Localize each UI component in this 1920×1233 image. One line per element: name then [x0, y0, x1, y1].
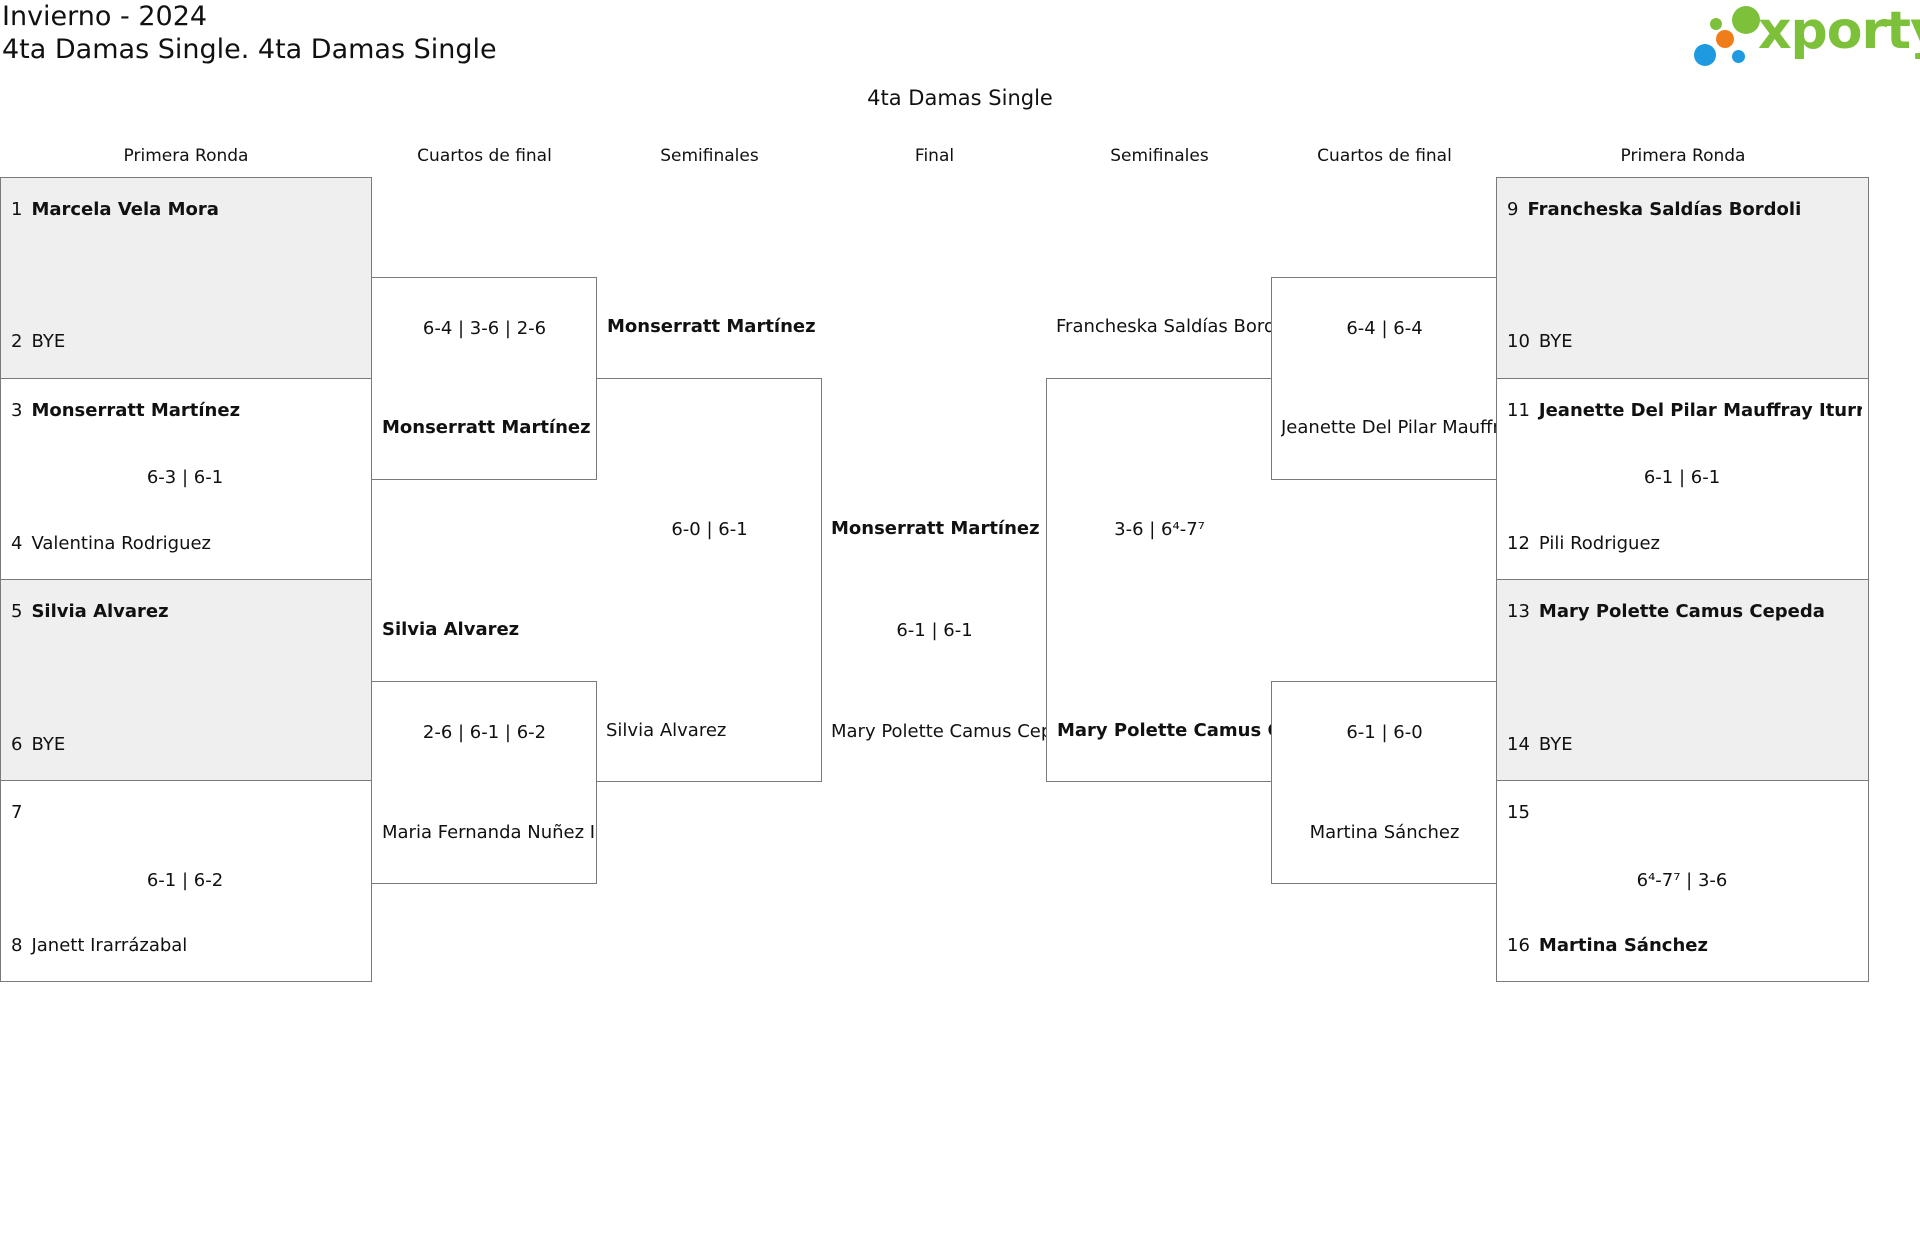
- score-left-r1-2: 6-3 | 6-1: [146, 467, 224, 488]
- final-top[interactable]: Monserratt Martínez: [831, 518, 1040, 539]
- logo-dot-green-small: [1710, 18, 1722, 30]
- logo-dot-blue: [1694, 44, 1716, 66]
- match-box-right-sf: [1046, 378, 1272, 782]
- score-right-qf-1: 6-4 | 6-4: [1346, 318, 1423, 339]
- score-left-qf-2: 2-6 | 6-1 | 6-2: [422, 722, 547, 743]
- col-head-left-sf: Semifinales: [660, 146, 759, 166]
- sf-left-bottom[interactable]: Silvia Alvarez: [606, 720, 727, 741]
- player-seed-15[interactable]: 15: [1507, 802, 1530, 823]
- score-left-sf: 6-0 | 6-1: [671, 519, 748, 540]
- match-box-left-r1-1: [0, 177, 372, 379]
- col-head-right-r1: Primera Ronda: [1620, 146, 1746, 166]
- qf-left-2-bottom[interactable]: Maria Fernanda Nuñez Ibarra: [382, 822, 595, 843]
- logo-dot-orange: [1716, 30, 1734, 48]
- match-box-left-qf-2: [372, 681, 597, 884]
- match-box-left-r1-2: [0, 378, 372, 580]
- col-head-final: Final: [914, 146, 955, 166]
- match-box-right-r1-4: [1496, 780, 1869, 982]
- sf-right-top[interactable]: Francheska Saldías Bordoli: [1056, 316, 1272, 337]
- final-bottom[interactable]: Mary Polette Camus Cepeda: [831, 721, 1047, 742]
- sf-right-bottom[interactable]: Mary Polette Camus Cepeda: [1057, 720, 1272, 741]
- col-head-right-qf: Cuartos de final: [1317, 146, 1452, 166]
- logo-text: xporty: [1758, 1, 1920, 61]
- qf-right-1-bottom[interactable]: Jeanette Del Pilar Mauffray Iturra: [1281, 417, 1497, 438]
- tournament-season: Invierno - 2024: [2, 1, 208, 32]
- match-box-right-qf-1: [1271, 277, 1497, 480]
- score-right-r1-2: 6-1 | 6-1: [1643, 467, 1721, 488]
- qf-left-1-bottom[interactable]: Monserratt Martínez: [382, 417, 591, 438]
- col-head-left-qf: Cuartos de final: [417, 146, 552, 166]
- col-head-left-r1: Primera Ronda: [123, 146, 249, 166]
- score-left-qf-1: 6-4 | 3-6 | 2-6: [422, 318, 547, 339]
- xporty-logo[interactable]: xporty: [1690, 1, 1920, 68]
- match-box-right-r1-1: [1496, 177, 1869, 379]
- match-box-left-qf-1: [372, 277, 597, 480]
- match-box-right-r1-2: [1496, 378, 1869, 580]
- logo-dot-green: [1732, 6, 1760, 34]
- score-right-sf: 3-6 | 6⁴-7⁷: [1114, 519, 1205, 540]
- score-right-qf-2: 6-1 | 6-0: [1346, 722, 1423, 743]
- score-right-r1-4: 6⁴-7⁷ | 3-6: [1636, 870, 1728, 891]
- player-seed-7[interactable]: 7: [11, 802, 23, 823]
- score-left-r1-4: 6-1 | 6-2: [146, 870, 224, 891]
- qf-right-2-bottom[interactable]: Martina Sánchez: [1309, 822, 1460, 843]
- sf-left-top[interactable]: Monserratt Martínez: [607, 316, 816, 337]
- match-box-left-sf: [597, 378, 822, 782]
- col-head-right-sf: Semifinales: [1110, 146, 1209, 166]
- score-final: 6-1 | 6-1: [896, 620, 973, 641]
- match-box-left-r1-4: [0, 780, 372, 982]
- match-box-right-qf-2: [1271, 681, 1497, 884]
- event-title: 4ta Damas Single: [867, 86, 1053, 110]
- category-title: 4ta Damas Single. 4ta Damas Single: [2, 34, 497, 65]
- qf-left-2-top[interactable]: Silvia Alvarez: [382, 619, 520, 640]
- logo-dot-blue-small: [1732, 50, 1745, 63]
